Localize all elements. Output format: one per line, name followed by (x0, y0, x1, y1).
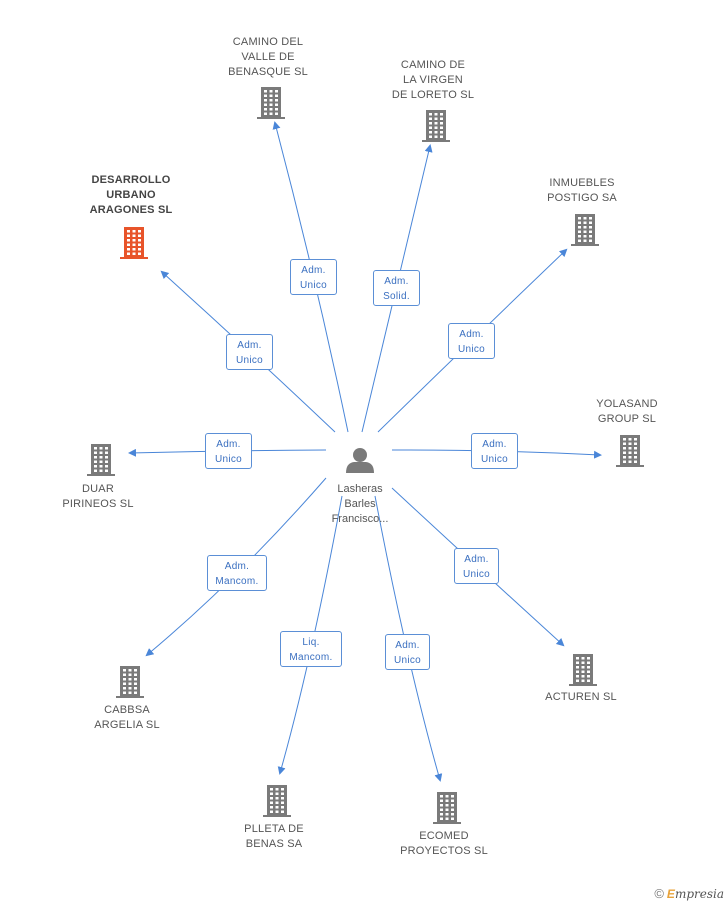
building-icon-acturen[interactable] (569, 654, 597, 686)
building-icon-cabbsa[interactable] (116, 666, 144, 698)
company-name-inmuebles[interactable]: INMUEBLES POSTIGO SA (547, 177, 617, 204)
relation-label-acturen[interactable]: Adm. Unico (454, 548, 499, 584)
building-icon-inmuebles[interactable] (571, 214, 599, 246)
copyright-symbol: © (654, 886, 664, 901)
company-name-camino-virgen[interactable]: CAMINO DE LA VIRGEN DE LORETO SL (391, 59, 475, 101)
building-icon-yolasand[interactable] (616, 435, 644, 467)
footer-brand: ©Empresia (654, 886, 724, 901)
relation-label-camino-virgen[interactable]: Adm. Solid. (373, 270, 420, 306)
brand-initial: E (666, 887, 675, 901)
building-icon-camino-virgen[interactable] (422, 110, 450, 142)
relation-label-yolasand[interactable]: Adm. Unico (471, 433, 518, 469)
building-icon-desarrollo[interactable] (120, 227, 148, 259)
company-name-yolasand[interactable]: YOLASAND GROUP SL (596, 398, 658, 425)
building-icon-camino-valle[interactable] (257, 87, 285, 119)
building-icon-ecomed[interactable] (433, 792, 461, 824)
company-name-pleta[interactable]: PLLETA DE BENAS SA (244, 823, 304, 850)
relation-label-duar[interactable]: Adm. Unico (205, 433, 252, 469)
relation-label-camino-valle[interactable]: Adm. Unico (290, 259, 337, 295)
company-name-cabbsa[interactable]: CABBSA ARGELIA SL (94, 704, 160, 731)
company-name-camino-valle[interactable]: CAMINO DEL VALLE DE BENASQUE SL (228, 36, 308, 78)
relation-label-ecomed[interactable]: Adm. Unico (385, 634, 430, 670)
person-name[interactable]: Lasheras Barles Francisco... (331, 483, 389, 525)
relation-label-inmuebles[interactable]: Adm. Unico (448, 323, 495, 359)
building-icon-pleta[interactable] (263, 785, 291, 817)
icons (87, 87, 644, 824)
relation-label-pleta[interactable]: Liq. Mancom. (280, 631, 342, 667)
relation-label-desarrollo[interactable]: Adm. Unico (226, 334, 273, 370)
person-icon[interactable] (346, 448, 374, 473)
building-icon-duar[interactable] (87, 444, 115, 476)
relation-label-cabbsa[interactable]: Adm. Mancom. (207, 555, 267, 591)
company-name-duar[interactable]: DUAR PIRINEOS SL (62, 483, 134, 510)
company-name-ecomed[interactable]: ECOMED PROYECTOS SL (400, 830, 488, 857)
brand-name: mpresia (674, 887, 724, 901)
company-name-desarrollo[interactable]: DESARROLLO URBANO ARAGONES SL (89, 174, 173, 216)
company-name-acturen[interactable]: ACTUREN SL (545, 691, 617, 703)
